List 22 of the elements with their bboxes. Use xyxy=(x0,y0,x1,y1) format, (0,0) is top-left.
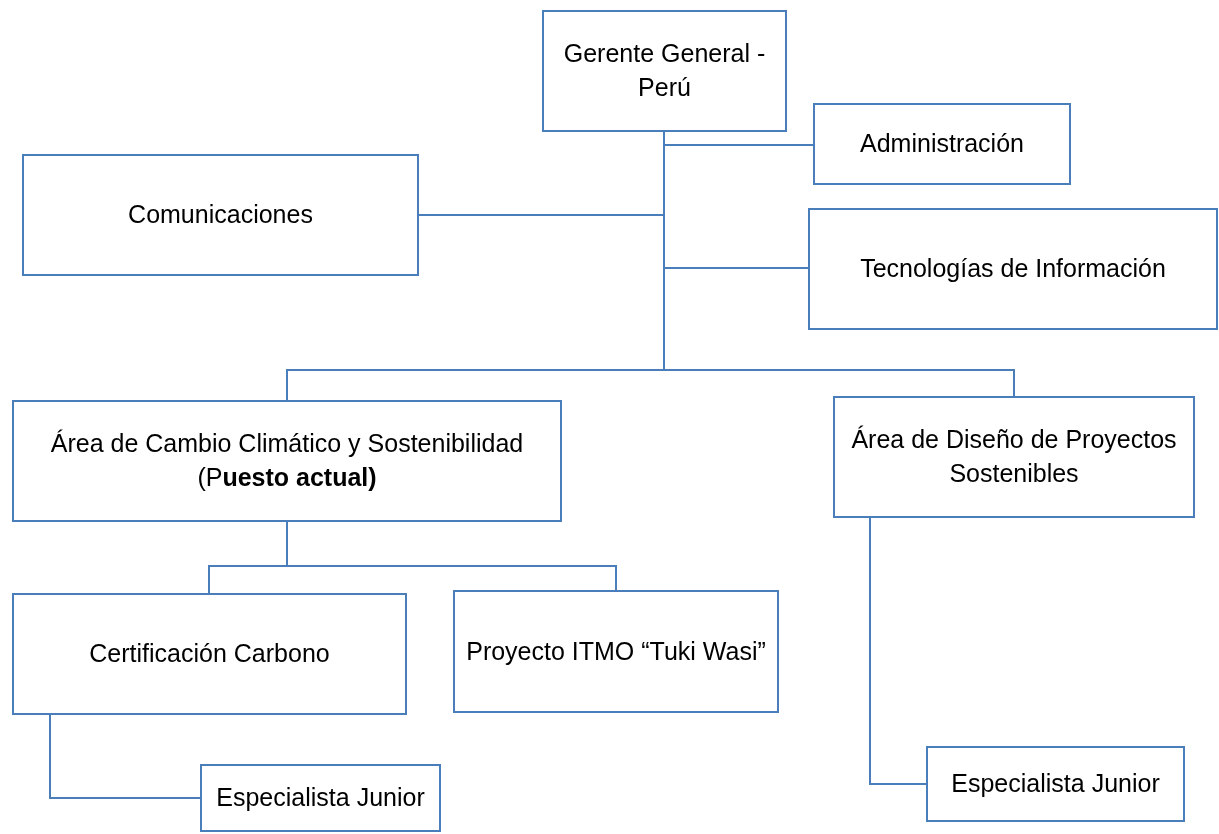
connector-line xyxy=(869,517,927,785)
box-label: Área de Diseño de Proyectos Sostenibles xyxy=(850,424,1178,489)
box-label: Área de Cambio Climático y Sostenibilidad (Puesto actual) xyxy=(49,428,525,493)
org-box xyxy=(453,590,779,713)
org-box xyxy=(200,764,441,832)
org-box xyxy=(833,396,1195,518)
box-label: Especialista Junior xyxy=(951,768,1160,800)
box-label: Comunicaciones xyxy=(128,199,313,231)
box-label: Administración xyxy=(860,128,1024,160)
box-label: Tecnologías de Información xyxy=(860,253,1166,285)
org-box xyxy=(926,746,1185,822)
org-box xyxy=(22,154,419,276)
box-label: Especialista Junior xyxy=(216,782,425,814)
org-box xyxy=(808,208,1218,330)
box-label: Certificación Carbono xyxy=(89,638,330,670)
org-box xyxy=(542,10,787,132)
org-box xyxy=(12,400,562,522)
box-label: Gerente General - Perú xyxy=(562,38,767,103)
org-box xyxy=(12,593,407,715)
connector-line xyxy=(49,714,201,799)
box-label: Proyecto ITMO “Tuki Wasi” xyxy=(466,635,766,667)
org-box xyxy=(813,103,1071,185)
